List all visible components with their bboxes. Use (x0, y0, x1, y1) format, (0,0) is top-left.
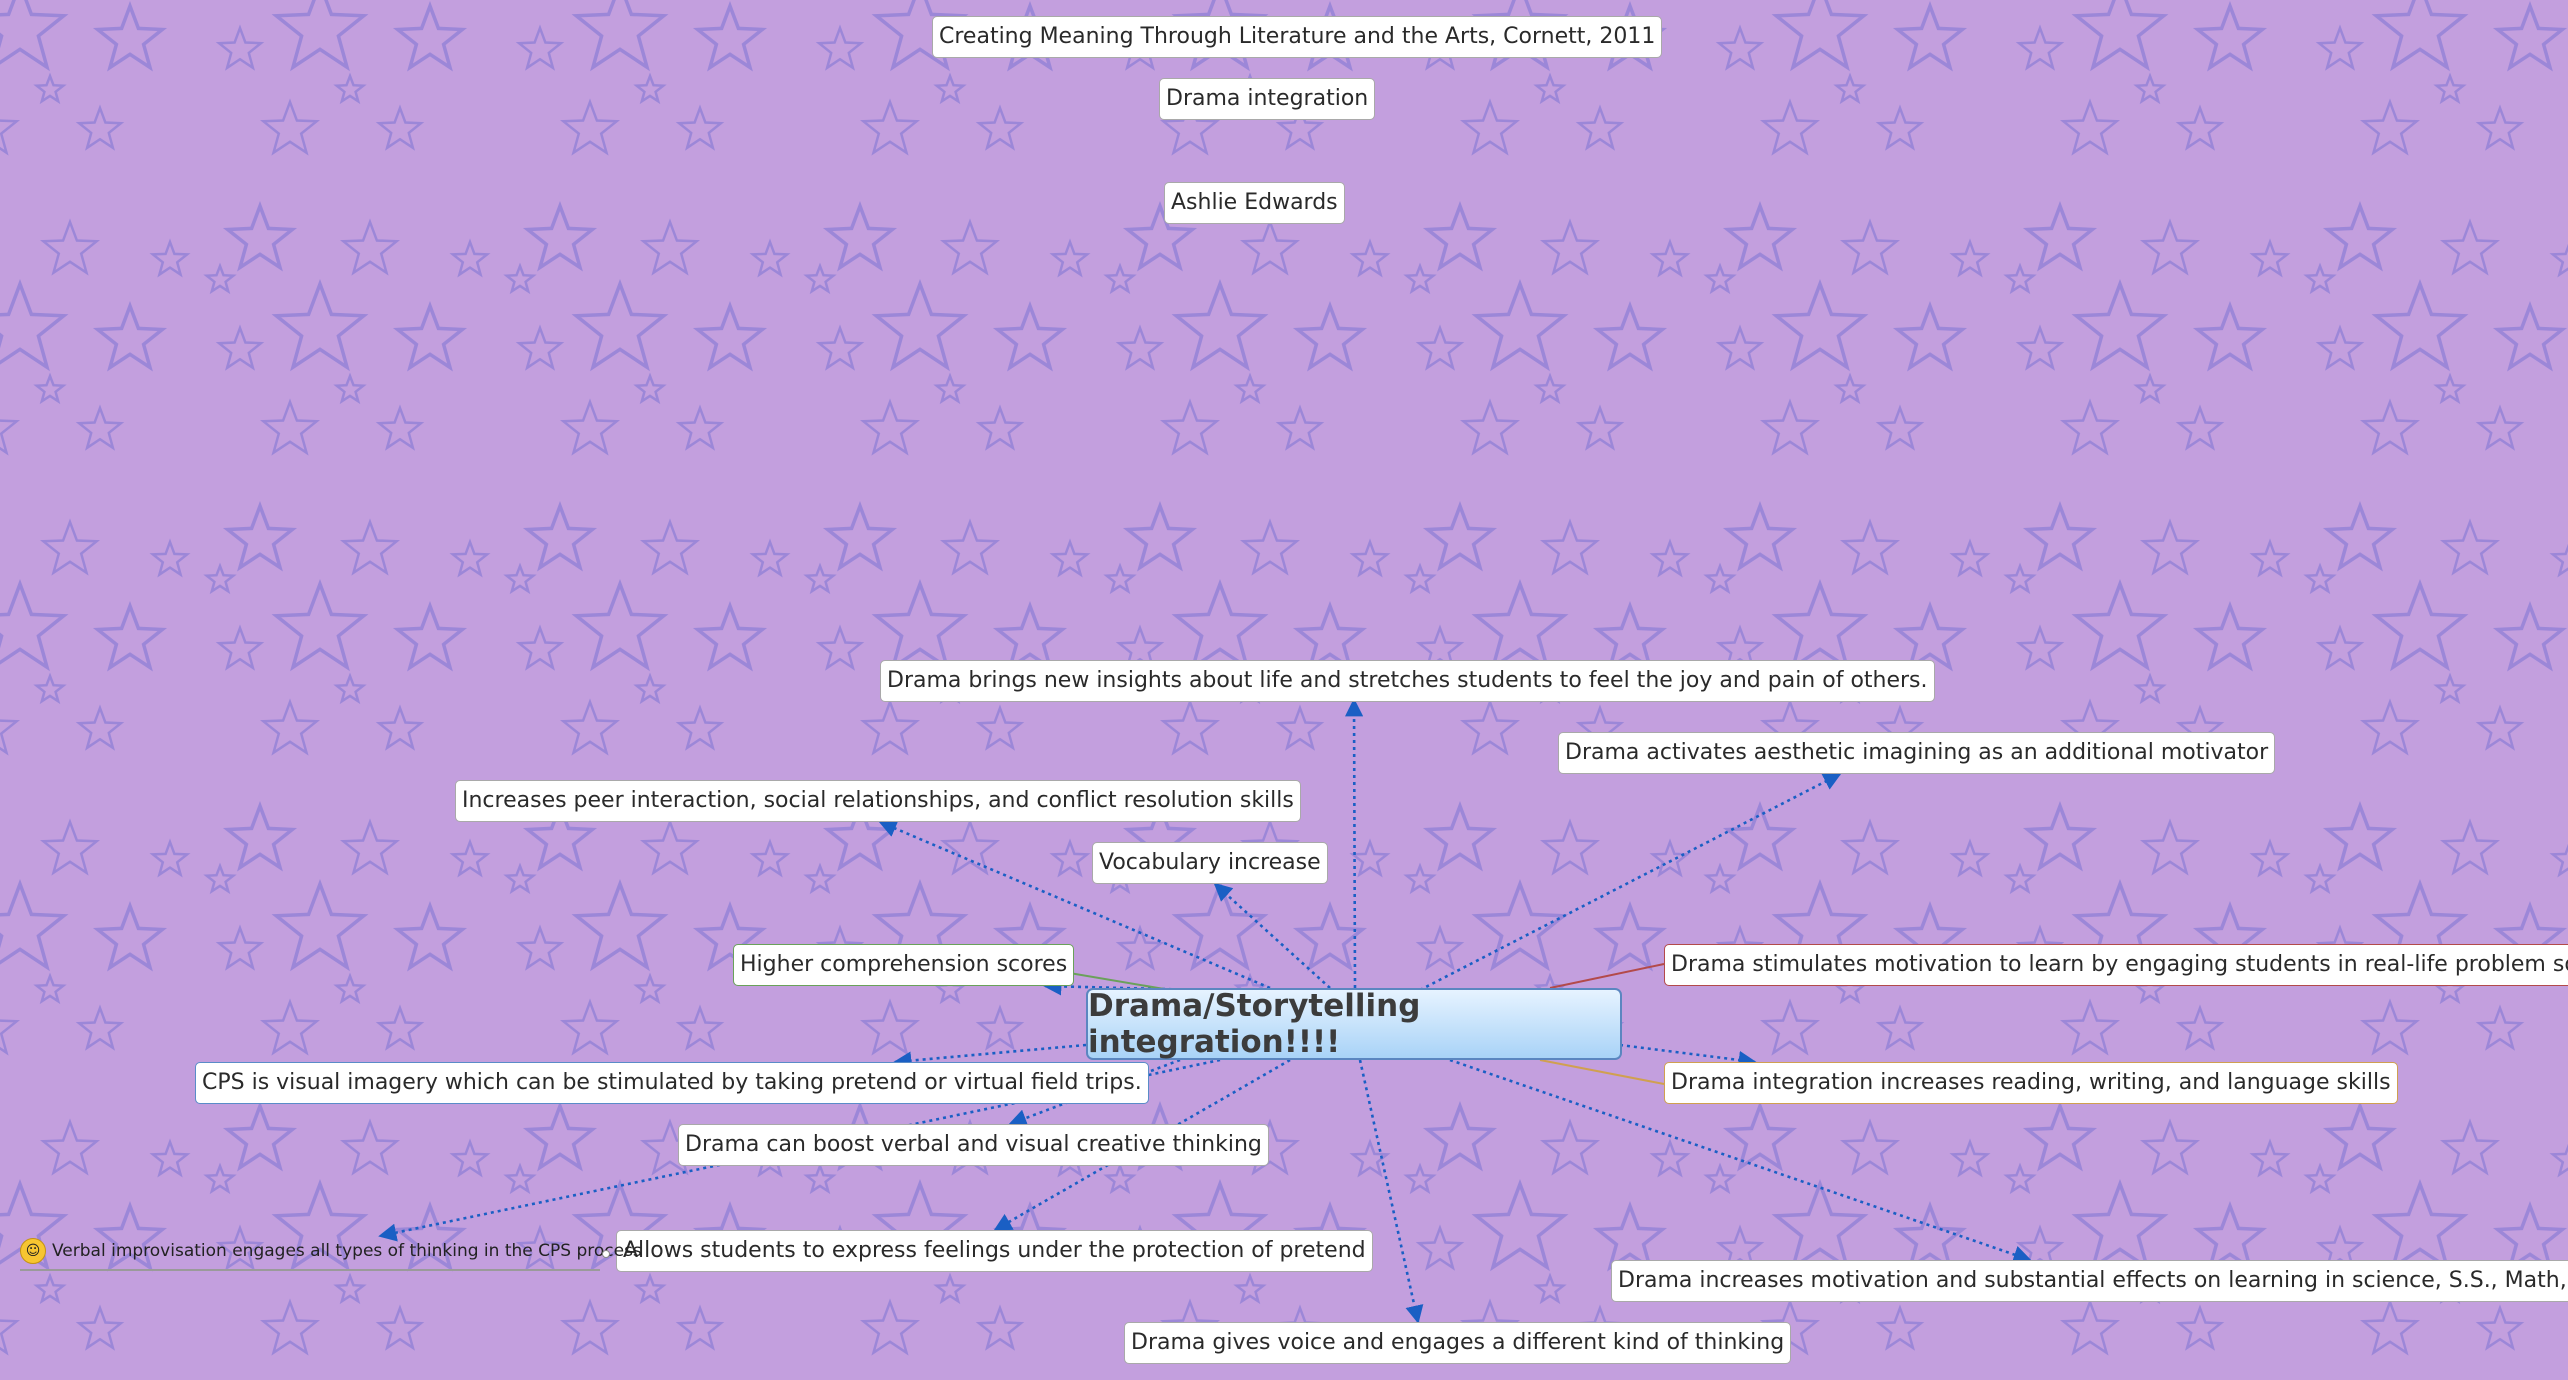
branch-creative-thinking[interactable]: Drama can boost verbal and visual creati… (678, 1124, 1269, 1166)
dotted-arrow-link (1344, 698, 1364, 989)
dotted-arrow-link (1619, 1043, 1757, 1069)
branch-feelings[interactable]: Allows students to express feelings unde… (616, 1230, 1373, 1272)
dotted-arrow-link (878, 820, 1271, 990)
branch-insights[interactable]: Drama brings new insights about life and… (880, 660, 1935, 702)
dotted-arrow-link (1419, 772, 1842, 992)
drama-integration-node[interactable]: Drama integration (1159, 78, 1376, 120)
note-verbal-improvisation[interactable]: ☺ Verbal improvisation engages all types… (20, 1236, 642, 1266)
branch-cps-imagery[interactable]: CPS is visual imagery which can be stimu… (195, 1062, 1149, 1104)
dotted-arrow-link (1449, 1058, 2032, 1264)
note-label: Verbal improvisation engages all types o… (52, 1241, 642, 1261)
dotted-arrow-link (1008, 1058, 1181, 1127)
dotted-arrow-link (1358, 1059, 1424, 1324)
branch-comprehension[interactable]: Higher comprehension scores (733, 944, 1075, 986)
smiley-icon: ☺ (20, 1238, 46, 1264)
branch-link (1539, 1059, 1665, 1085)
branch-motivation-real-life[interactable]: Drama stimulates motivation to learn by … (1664, 944, 2568, 986)
central-topic[interactable]: Drama/Storytelling integration!!!! (1086, 988, 1622, 1060)
branch-voice[interactable]: Drama gives voice and engages a differen… (1124, 1322, 1792, 1364)
branch-reading-writing[interactable]: Drama integration increases reading, wri… (1664, 1062, 2398, 1104)
note-underline (20, 1269, 600, 1271)
branch-vocabulary[interactable]: Vocabulary increase (1092, 842, 1328, 884)
author-node[interactable]: Ashlie Edwards (1164, 182, 1345, 224)
dotted-arrow-link (893, 1043, 1087, 1070)
branch-aesthetic[interactable]: Drama activates aesthetic imagining as a… (1558, 732, 2276, 774)
branch-science-math[interactable]: Drama increases motivation and substanti… (1611, 1260, 2568, 1302)
note-connector-handle[interactable] (602, 1250, 610, 1258)
branch-peer-interaction[interactable]: Increases peer interaction, social relat… (455, 780, 1301, 822)
branch-link (1549, 963, 1665, 989)
dotted-arrow-link (1213, 882, 1331, 989)
source-citation-node[interactable]: Creating Meaning Through Literature and … (932, 16, 1663, 58)
